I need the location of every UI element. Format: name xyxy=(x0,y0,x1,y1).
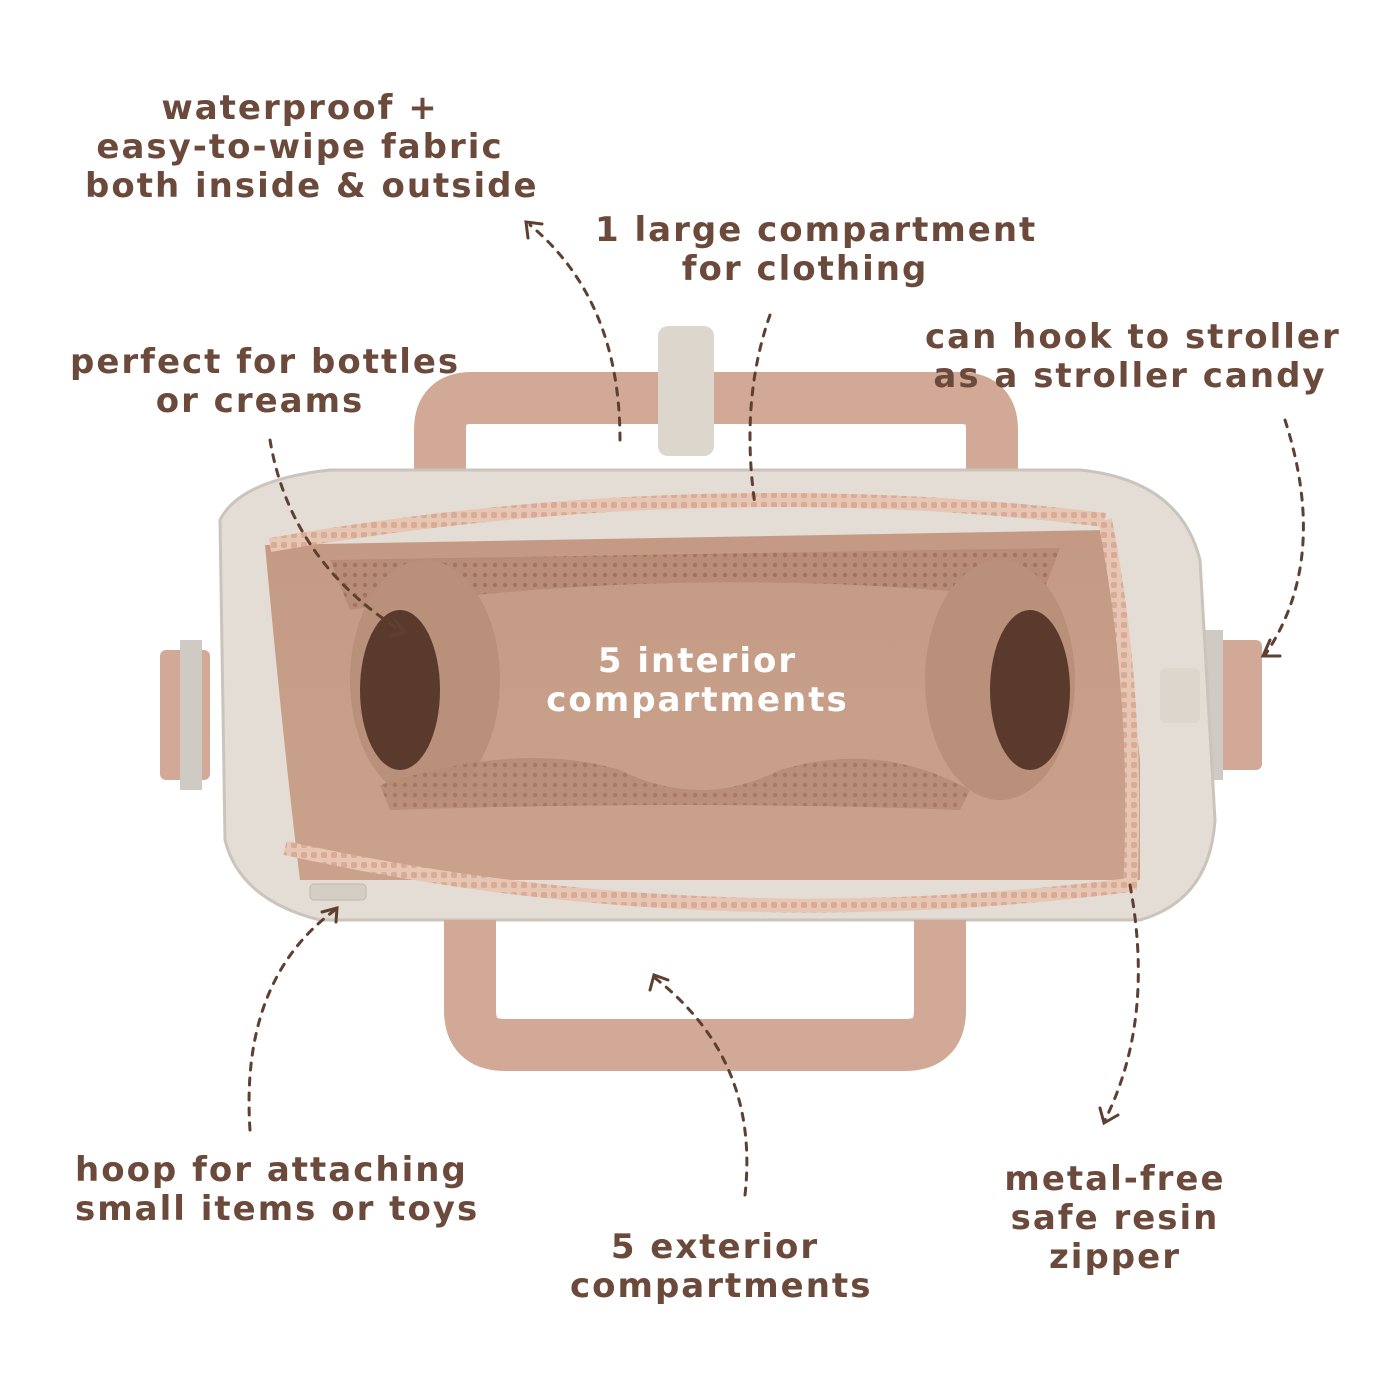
callout-bottles-line2: or creams xyxy=(155,381,365,421)
callout-exterior: 5 exterior compartments xyxy=(570,1227,873,1306)
callout-clothing: 1 large compartment for clothing xyxy=(595,210,1038,289)
callout-bottles: perfect for bottles or creams xyxy=(70,342,461,421)
callout-bottles-line1: perfect for bottles xyxy=(70,342,461,382)
callout-zipper-line1: metal-free xyxy=(1004,1159,1226,1199)
callout-zipper: metal-free safe resin zipper xyxy=(1000,1160,1230,1277)
front-mesh-pocket xyxy=(380,758,970,810)
right-side-strap xyxy=(1212,640,1262,770)
callout-stroller: can hook to stroller as a stroller candy xyxy=(925,317,1341,396)
callout-stroller-line1: can hook to stroller xyxy=(925,317,1341,357)
callout-exterior-line1: 5 exterior xyxy=(610,1227,820,1267)
callout-zipper-line2: safe resin xyxy=(1010,1198,1220,1238)
callout-stroller-line2: as a stroller candy xyxy=(933,356,1327,396)
zipper-pull xyxy=(1160,668,1200,723)
top-zipper xyxy=(268,493,1106,552)
bottom-zipper xyxy=(283,841,1131,913)
stroller-arrow xyxy=(1263,418,1305,657)
back-handle xyxy=(414,372,1018,520)
hoop-loop xyxy=(309,883,367,901)
callout-zipper-line3: zipper xyxy=(1049,1237,1181,1277)
fabric-arrow xyxy=(528,223,622,442)
top-tab xyxy=(658,326,714,456)
callout-fabric-line2: easy-to-wipe fabric xyxy=(96,127,504,167)
front-handle xyxy=(444,920,966,1071)
callout-clothing-line2: for clothing xyxy=(681,249,929,289)
callout-clothing-line1: 1 large compartment xyxy=(595,210,1038,250)
callout-hoop-line2: small items or toys xyxy=(75,1189,480,1229)
callout-interior-line2: compartments xyxy=(546,680,849,720)
clothing-arrow xyxy=(748,313,772,507)
callout-fabric-line3: both inside & outside xyxy=(85,166,539,206)
callout-interior-line1: 5 interior xyxy=(597,641,798,681)
zipper-arrow xyxy=(1103,883,1140,1122)
callout-fabric: waterproof + easy-to-wipe fabric both in… xyxy=(85,88,539,206)
callout-exterior-line2: compartments xyxy=(570,1266,873,1306)
hoop-arrow xyxy=(247,908,337,1132)
callout-fabric-line1: waterproof + xyxy=(161,88,439,128)
bottles-arrow xyxy=(268,438,402,632)
callout-interior: 5 interior compartments xyxy=(545,642,850,720)
callout-hoop-line1: hoop for attaching xyxy=(75,1150,468,1190)
exterior-arrow xyxy=(653,976,749,1197)
callout-hoop: hoop for attaching small items or toys xyxy=(75,1150,480,1229)
